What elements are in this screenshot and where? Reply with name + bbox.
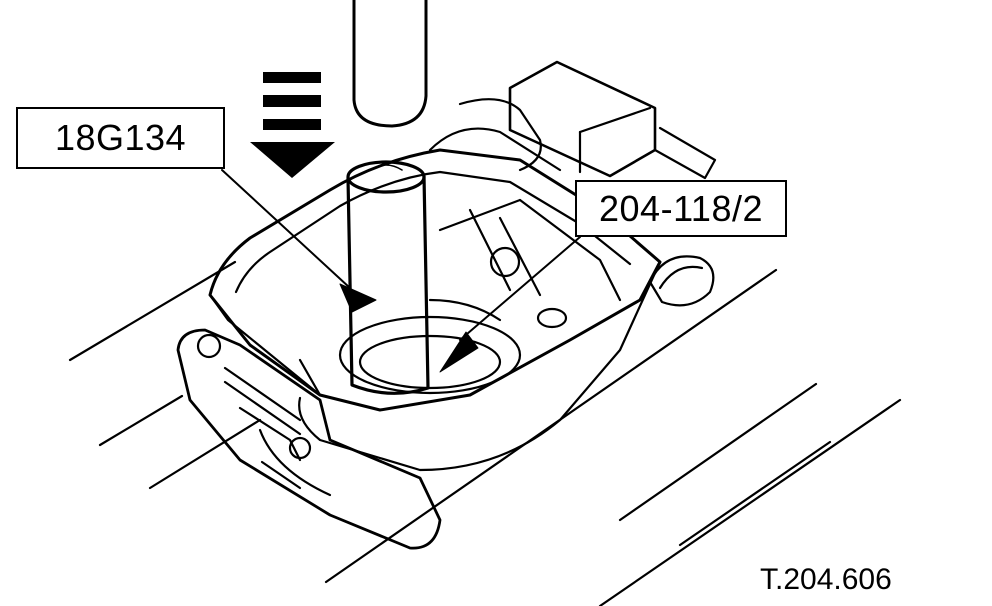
tool-label-text: 18G134	[54, 117, 187, 158]
housing-bracket	[428, 60, 717, 180]
housing-body	[208, 148, 715, 472]
tool-callout-18g134: 18G134	[16, 107, 225, 169]
force-arrow-icon	[250, 72, 335, 178]
figure-reference: T.204.606	[760, 563, 892, 596]
base-outline	[68, 260, 902, 606]
tool-callout-204-118-2: 204-118/2	[575, 180, 787, 237]
leader-line-bearing	[439, 236, 581, 373]
press-ram	[352, 0, 428, 128]
installer-tool	[346, 160, 430, 395]
bearing-label-text: 204-118/2	[599, 187, 763, 229]
leader-line-tool	[221, 169, 377, 313]
housing-flange	[176, 328, 442, 550]
